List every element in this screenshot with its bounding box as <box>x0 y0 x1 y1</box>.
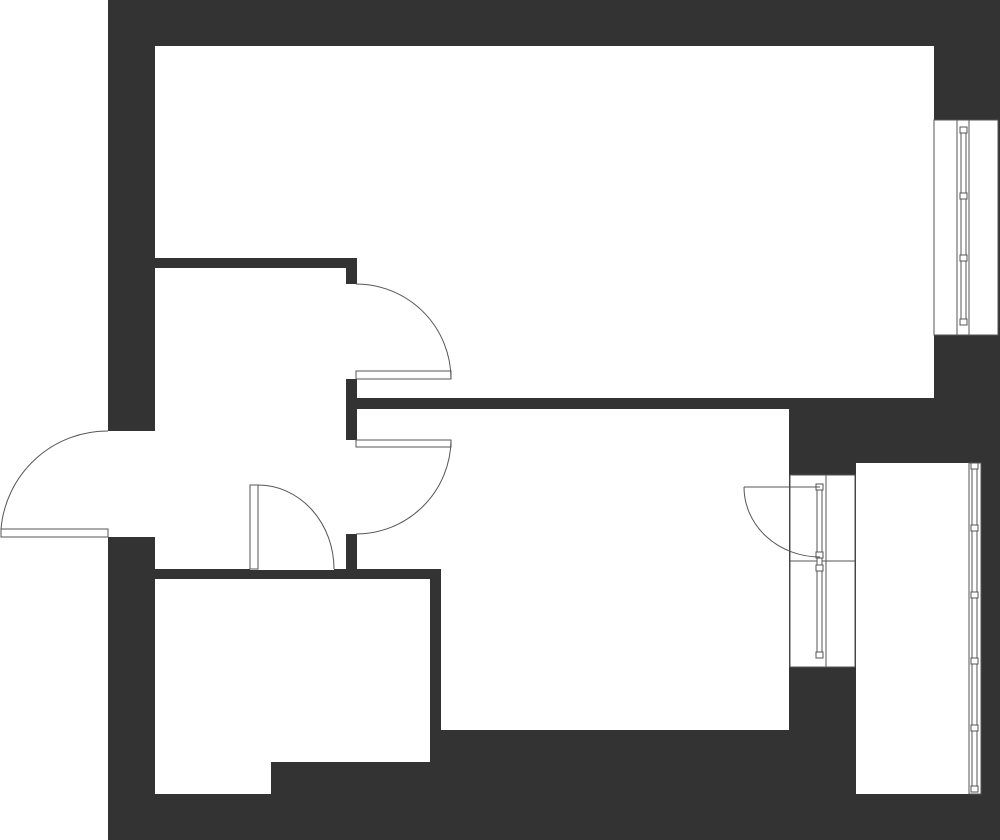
rooms <box>155 46 978 794</box>
bedroom-window <box>789 474 856 668</box>
living-room-window <box>933 119 999 336</box>
balcony-wall-right <box>978 463 1000 840</box>
living-room-door <box>355 283 452 380</box>
wall-bath-top-right <box>334 569 441 579</box>
interior-walls <box>155 258 790 762</box>
bathroom-door <box>249 484 335 570</box>
room-bedroom-door-gap <box>357 409 441 569</box>
wall-living-bedroom <box>357 398 790 409</box>
room-bathroom <box>155 579 430 794</box>
entrance-opening <box>108 431 155 537</box>
room-bedroom <box>441 409 789 730</box>
hall-entrance-connect <box>155 431 165 537</box>
room-living-room-lower <box>357 258 934 398</box>
bedroom-door <box>355 439 452 535</box>
openings <box>108 431 165 537</box>
balcony-glazing <box>968 462 982 795</box>
windows <box>789 119 999 795</box>
wall-bath-bedroom <box>430 569 441 762</box>
room-living-room <box>155 46 934 258</box>
balcony-door <box>743 486 821 558</box>
room-balcony <box>856 463 978 794</box>
wall-hall-top-jamb <box>346 258 356 284</box>
room-hallway <box>155 268 357 570</box>
wall-hall-low-jamb <box>346 534 357 570</box>
doors <box>0 283 821 570</box>
entrance-door <box>0 430 109 538</box>
wall-hall-top <box>155 258 356 268</box>
wall-bath-top-left <box>155 569 250 579</box>
wall-hall-mid-jamb <box>346 379 357 440</box>
